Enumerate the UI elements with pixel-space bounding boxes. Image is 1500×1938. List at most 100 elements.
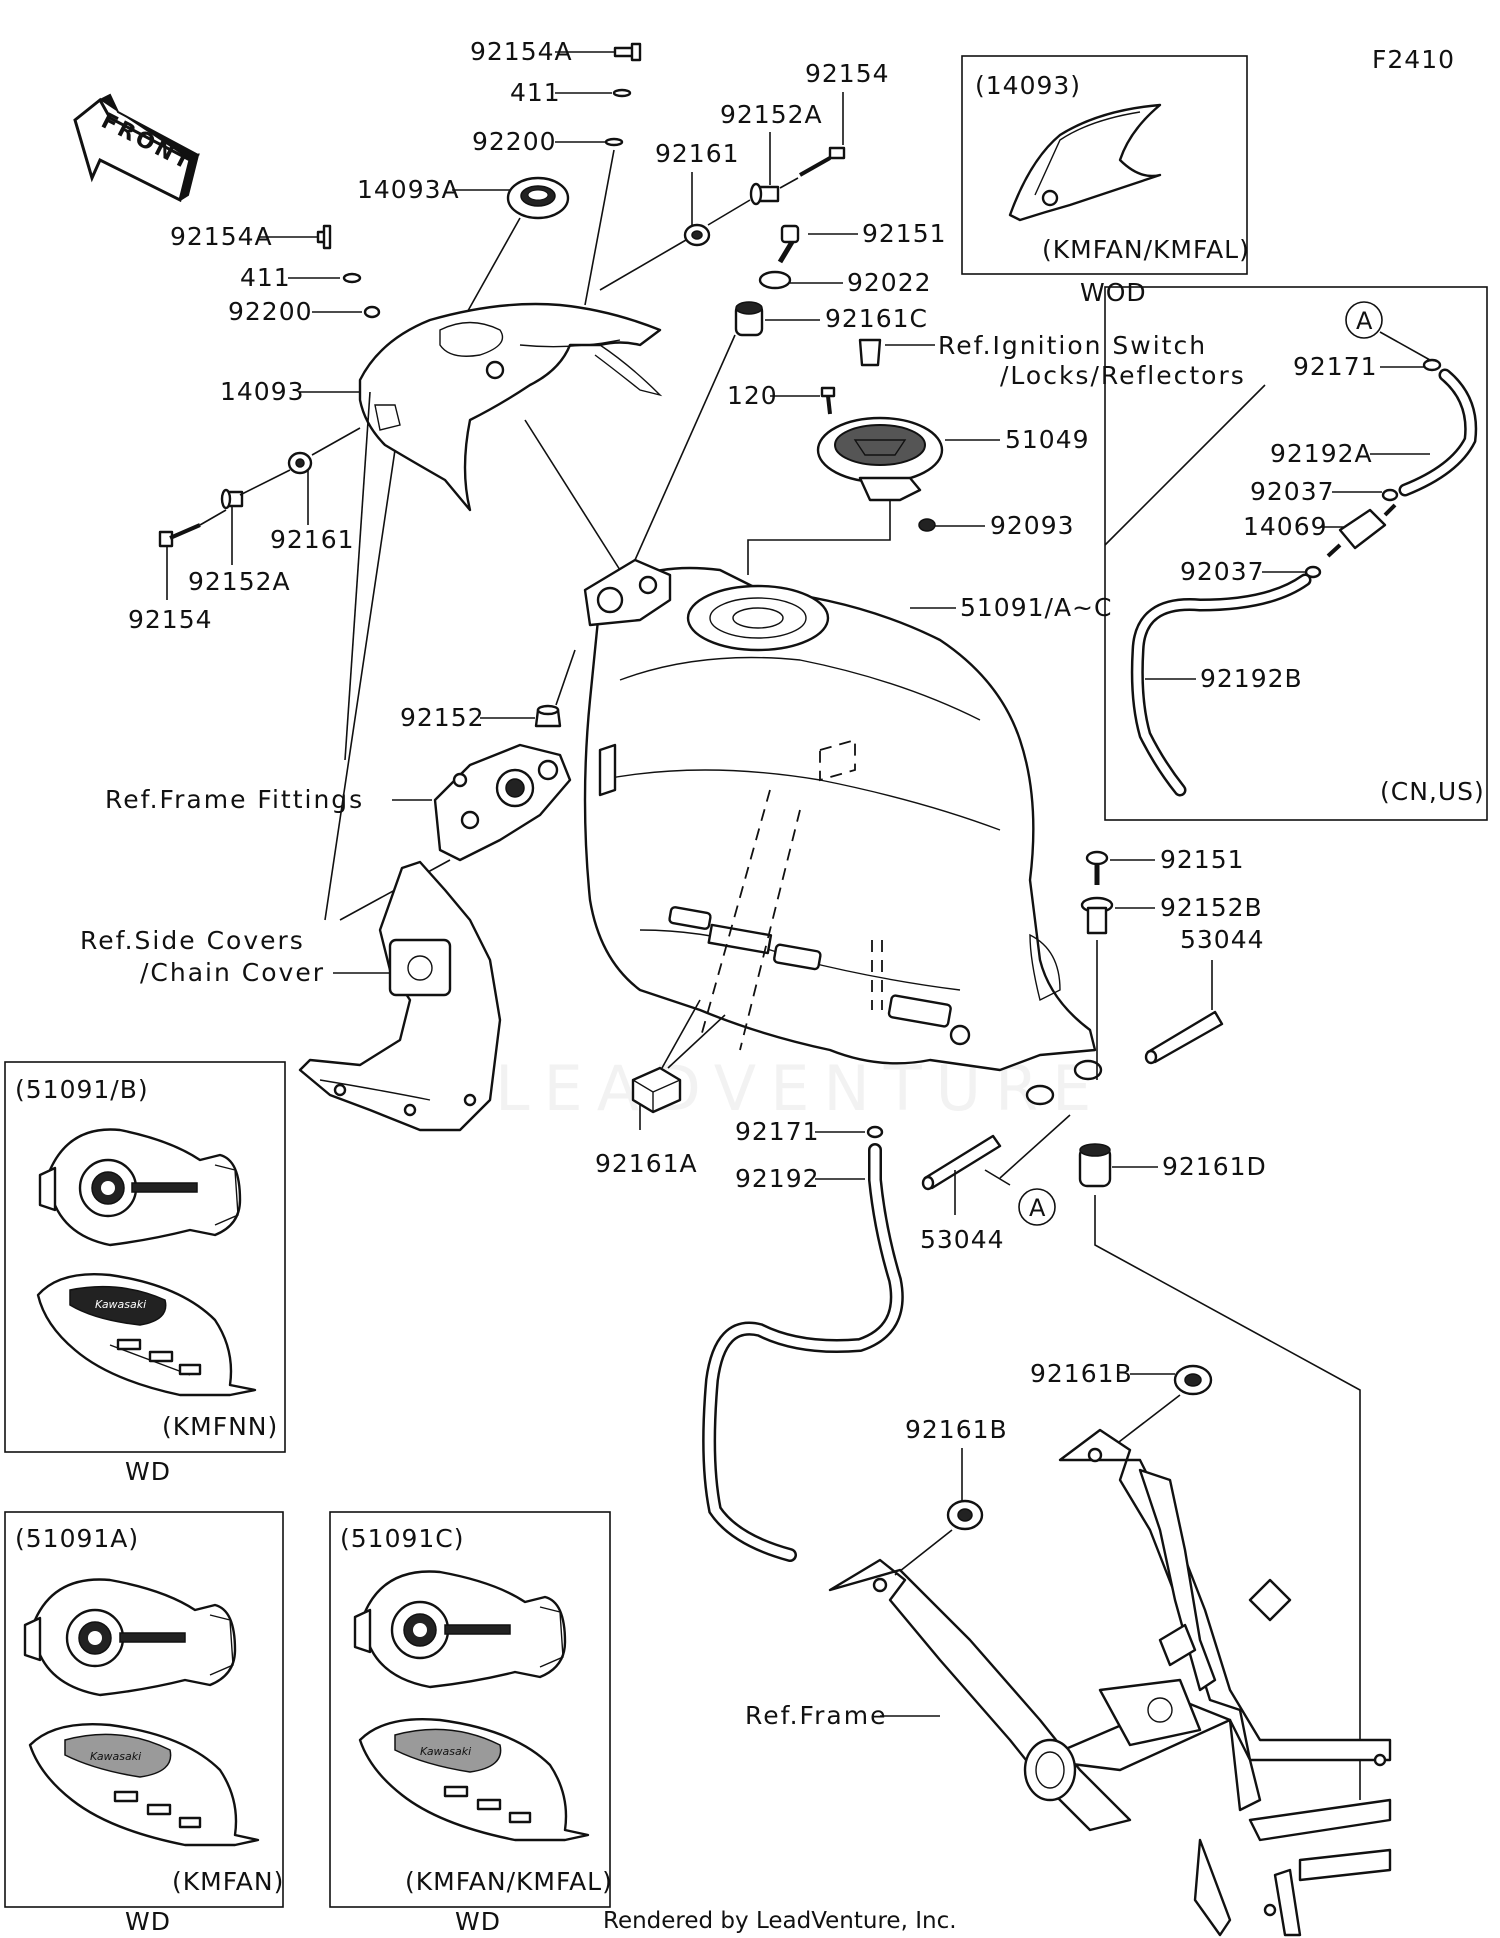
grommet-icon	[734, 301, 764, 337]
diagram-code: F2410	[1372, 45, 1455, 74]
tank-top-view-icon	[353, 1570, 567, 1689]
front-arrow-icon: FRONT	[73, 93, 200, 203]
washer-icon	[758, 270, 792, 290]
screw-icon	[777, 224, 800, 264]
inset-tankA-box	[4, 1511, 284, 1908]
label-14093A: 14093A	[357, 175, 460, 204]
tank-top-view-icon	[38, 1128, 242, 1247]
filter-icon	[1326, 503, 1397, 558]
label-92161-left: 92161	[270, 525, 355, 554]
inset-wod-note: (KMFAN/KMFAL)	[1042, 235, 1250, 264]
tank-side-view-icon: Kawasaki	[358, 1718, 590, 1842]
inset-tankC-caption: WD	[455, 1907, 501, 1936]
ref-ignition-line1: Ref.Ignition Switch	[938, 331, 1207, 360]
side-cover-icon	[298, 860, 502, 1132]
cap-cover-icon	[506, 176, 570, 220]
label-92022: 92022	[847, 268, 932, 297]
vent-hose-icon	[1398, 368, 1478, 497]
tank-side-view-icon: Kawasaki	[36, 1273, 257, 1397]
label-92151-top: 92151	[862, 219, 947, 248]
drain-hose-icon	[702, 1143, 904, 1562]
washer-icon	[604, 137, 624, 147]
inset-tankA-title: (51091A)	[15, 1524, 139, 1553]
rubber-strip-icon	[921, 1134, 1002, 1191]
callout-a-bottom: A	[1018, 1188, 1056, 1226]
collar-icon	[749, 182, 780, 206]
clamp-icon	[1304, 565, 1322, 579]
tank-side-view-icon: Kawasaki	[28, 1723, 260, 1847]
inset-tankC-note: (KMFAN/KMFAL)	[405, 1867, 613, 1896]
label-92161A: 92161A	[595, 1149, 698, 1178]
clamp-icon	[1381, 488, 1399, 502]
label-411-left: 411	[240, 263, 291, 292]
label-53044-bottom: 53044	[920, 1225, 1005, 1254]
label-92161C: 92161C	[825, 304, 928, 333]
clamp-icon	[866, 1125, 884, 1139]
footer-credit: Rendered by LeadVenture, Inc.	[603, 1908, 957, 1934]
inset-cnus-92037-b: 92037	[1180, 557, 1265, 586]
ref-frame-fittings: Ref.Frame Fittings	[105, 785, 364, 814]
bolt-icon	[613, 42, 642, 62]
inset-cnus-14069: 14069	[1243, 512, 1328, 541]
label-92152: 92152	[400, 703, 485, 732]
inset-cnus-92192A: 92192A	[1270, 439, 1373, 468]
callout-a-inset: A	[1345, 301, 1383, 339]
damper-icon	[631, 1066, 682, 1114]
label-92200-top: 92200	[472, 127, 557, 156]
inset-tankB-title: (51091/B)	[15, 1075, 149, 1104]
tank-top-view-icon	[23, 1578, 237, 1697]
frame-fitting-icon	[433, 743, 572, 862]
label-92171: 92171	[735, 1117, 820, 1146]
label-92154A-top: 92154A	[470, 37, 573, 66]
label-92154A-left: 92154A	[170, 222, 273, 251]
ref-ignition-line2: /Locks/Reflectors	[1000, 361, 1246, 390]
svg-text:Kawasaki: Kawasaki	[90, 1750, 141, 1763]
grommet-icon	[946, 1499, 984, 1531]
label-92161B-right: 92161B	[1030, 1359, 1133, 1388]
bolt-icon	[158, 523, 201, 548]
collar-icon	[1080, 896, 1114, 935]
inset-cnus-note: (CN,US)	[1380, 777, 1485, 806]
frame-icon	[828, 1428, 1392, 1937]
inset-cnus-92192B: 92192B	[1200, 664, 1303, 693]
bolt-icon	[316, 224, 332, 250]
inset-cnus-92171: 92171	[1293, 352, 1378, 381]
washer-icon	[612, 88, 632, 98]
svg-text:A: A	[1029, 1194, 1046, 1222]
label-51091: 51091/A~C	[960, 593, 1112, 622]
svg-text:A: A	[1356, 307, 1373, 335]
label-120: 120	[727, 381, 778, 410]
ref-frame: Ref.Frame	[745, 1701, 887, 1730]
nut-icon	[858, 338, 882, 367]
clamp-icon	[1422, 358, 1442, 372]
inset-tankB-box	[4, 1061, 286, 1453]
o-ring-icon	[918, 518, 936, 532]
ref-side-covers-line1: Ref.Side Covers	[80, 926, 305, 955]
label-92192: 92192	[735, 1164, 820, 1193]
inset-tankC-box	[329, 1511, 611, 1908]
rubber-strip-icon	[1144, 1010, 1224, 1065]
label-92152B: 92152B	[1160, 893, 1263, 922]
ref-side-covers-line2: /Chain Cover	[140, 958, 325, 987]
label-92093: 92093	[990, 511, 1075, 540]
label-92200-left: 92200	[228, 297, 313, 326]
damper-icon	[1078, 1143, 1112, 1188]
inset-tankB-note: (KMFNN)	[162, 1412, 278, 1441]
label-51049: 51049	[1005, 425, 1090, 454]
bolt-icon	[799, 146, 846, 177]
collar-icon	[220, 488, 244, 510]
inset-cnus-box	[1104, 286, 1488, 821]
fuel-tank-icon	[583, 558, 1103, 1106]
svg-text:Kawasaki: Kawasaki	[95, 1298, 146, 1311]
label-92161D: 92161D	[1162, 1152, 1267, 1181]
label-92154-left: 92154	[128, 605, 213, 634]
label-92152A-top: 92152A	[720, 100, 823, 129]
washer-icon	[363, 305, 381, 319]
screw-icon	[1085, 850, 1109, 885]
svg-text:Kawasaki: Kawasaki	[420, 1745, 471, 1758]
label-92161-top: 92161	[655, 139, 740, 168]
inset-wod-caption: WOD	[1080, 278, 1147, 307]
inset-tankA-note: (KMFAN)	[172, 1867, 284, 1896]
grommet-icon	[534, 704, 562, 728]
